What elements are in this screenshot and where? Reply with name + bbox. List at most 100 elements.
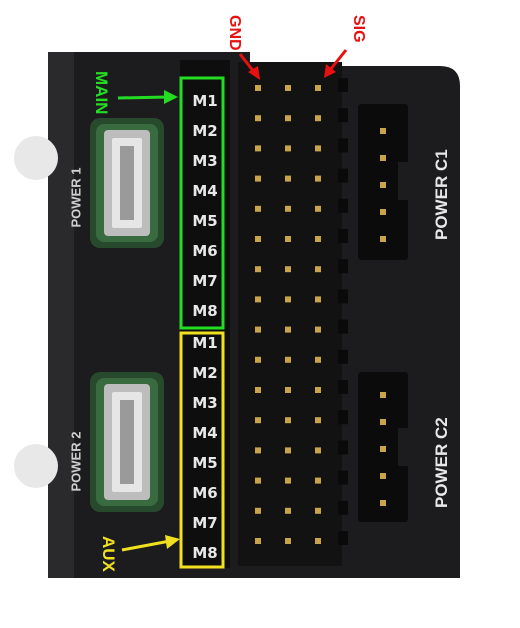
header-pin: [285, 85, 291, 91]
header-pin: [285, 266, 291, 273]
aux-output-m6: M6: [192, 484, 218, 502]
header-pin: [285, 538, 291, 544]
power-2-label: POWER 2: [68, 431, 84, 492]
header-pin: [315, 387, 321, 393]
header-tooth: [338, 349, 348, 364]
header-pin: [285, 326, 291, 333]
header-pin: [255, 296, 261, 303]
header-tooth: [338, 168, 348, 183]
main-output-m8: M8: [192, 302, 218, 320]
header-pin: [255, 387, 261, 393]
header-pin: [315, 507, 321, 514]
header-pin: [255, 85, 261, 91]
power-c2-socket: [358, 372, 412, 522]
main-output-m5: M5: [192, 212, 218, 230]
power-socket-pin: [380, 392, 386, 398]
header-pin: [315, 326, 321, 333]
pin-header-housing: [238, 62, 342, 566]
header-pin: [255, 205, 261, 212]
pin-grid: [255, 85, 321, 544]
aux-output-m4: M4: [192, 424, 218, 442]
header-tooth: [338, 108, 348, 123]
header-pin: [315, 205, 321, 212]
header-pin: [285, 115, 291, 122]
header-tooth: [338, 289, 348, 304]
sig-arrow: [324, 49, 348, 78]
header-pin: [315, 115, 321, 122]
aux-output-m1: M1: [192, 334, 218, 352]
aux-output-m3: M3: [192, 394, 218, 412]
power-socket-pin: [380, 182, 386, 188]
power-c2-label: POWER C2: [432, 417, 451, 508]
aux-arrow: [121, 535, 180, 552]
header-pin: [315, 356, 321, 363]
header-pin: [315, 296, 321, 303]
power-socket-pin: [380, 446, 386, 452]
main-output-m3: M3: [192, 152, 218, 170]
board-edge: [48, 52, 74, 578]
header-pin: [255, 538, 261, 544]
gnd-arrow: [238, 53, 260, 80]
aux-highlight-box: [179, 331, 225, 569]
header-pin: [315, 175, 321, 182]
header-pin: [255, 236, 261, 242]
header-pin: [255, 417, 261, 424]
header-pin: [285, 236, 291, 242]
power-socket-pin: [380, 155, 386, 161]
header-tooth: [338, 500, 348, 515]
header-pin: [255, 175, 261, 182]
header-pin: [315, 447, 321, 454]
header-pin: [285, 477, 291, 484]
header-tooth: [338, 440, 348, 455]
main-output-m1: M1: [192, 92, 218, 110]
header-tooth: [338, 229, 348, 243]
header-pin: [285, 417, 291, 424]
aux-label: AUX: [99, 536, 118, 572]
main-highlight-box: [179, 76, 225, 330]
header-tooth: [338, 259, 348, 274]
header-pin: [285, 447, 291, 454]
header-pin: [285, 387, 291, 393]
power-c1-label: POWER C1: [432, 149, 451, 240]
header-tooth: [338, 78, 348, 92]
header-pin: [255, 356, 261, 363]
header-pin: [315, 417, 321, 424]
power-socket-pin: [380, 419, 386, 425]
header-tooth: [338, 531, 348, 545]
header-pin: [255, 507, 261, 514]
main-output-m6: M6: [192, 242, 218, 260]
main-label: MAIN: [92, 71, 111, 115]
header-pin: [255, 477, 261, 484]
header-pin: [285, 296, 291, 303]
header-pin: [285, 356, 291, 363]
header-pin: [315, 145, 321, 152]
header-pin: [315, 85, 321, 91]
header-pin: [315, 266, 321, 273]
pin-header-teeth: [338, 78, 348, 545]
header-tooth: [338, 138, 348, 153]
header-pin: [315, 477, 321, 484]
header-tooth: [338, 198, 348, 213]
header-tooth: [338, 319, 348, 334]
header-tooth: [338, 470, 348, 485]
power-socket-pin: [380, 128, 386, 134]
board-notch-bottom: [14, 444, 58, 488]
power-1-label: POWER 1: [68, 167, 84, 228]
power-socket-pin: [380, 500, 386, 506]
header-pin: [315, 538, 321, 544]
header-pin: [255, 447, 261, 454]
power-socket-pin: [380, 473, 386, 479]
power-c1-socket: [358, 104, 412, 260]
header-pin: [315, 236, 321, 242]
header-pin: [255, 145, 261, 152]
power-socket-pin: [380, 209, 386, 215]
power-1-connector: [90, 118, 164, 248]
aux-output-m2: M2: [192, 364, 218, 382]
aux-output-m8: M8: [192, 544, 218, 562]
power-socket-pin: [380, 236, 386, 242]
main-output-m4: M4: [192, 182, 218, 200]
header-pin: [285, 205, 291, 212]
sig-label: SIG: [350, 15, 367, 43]
